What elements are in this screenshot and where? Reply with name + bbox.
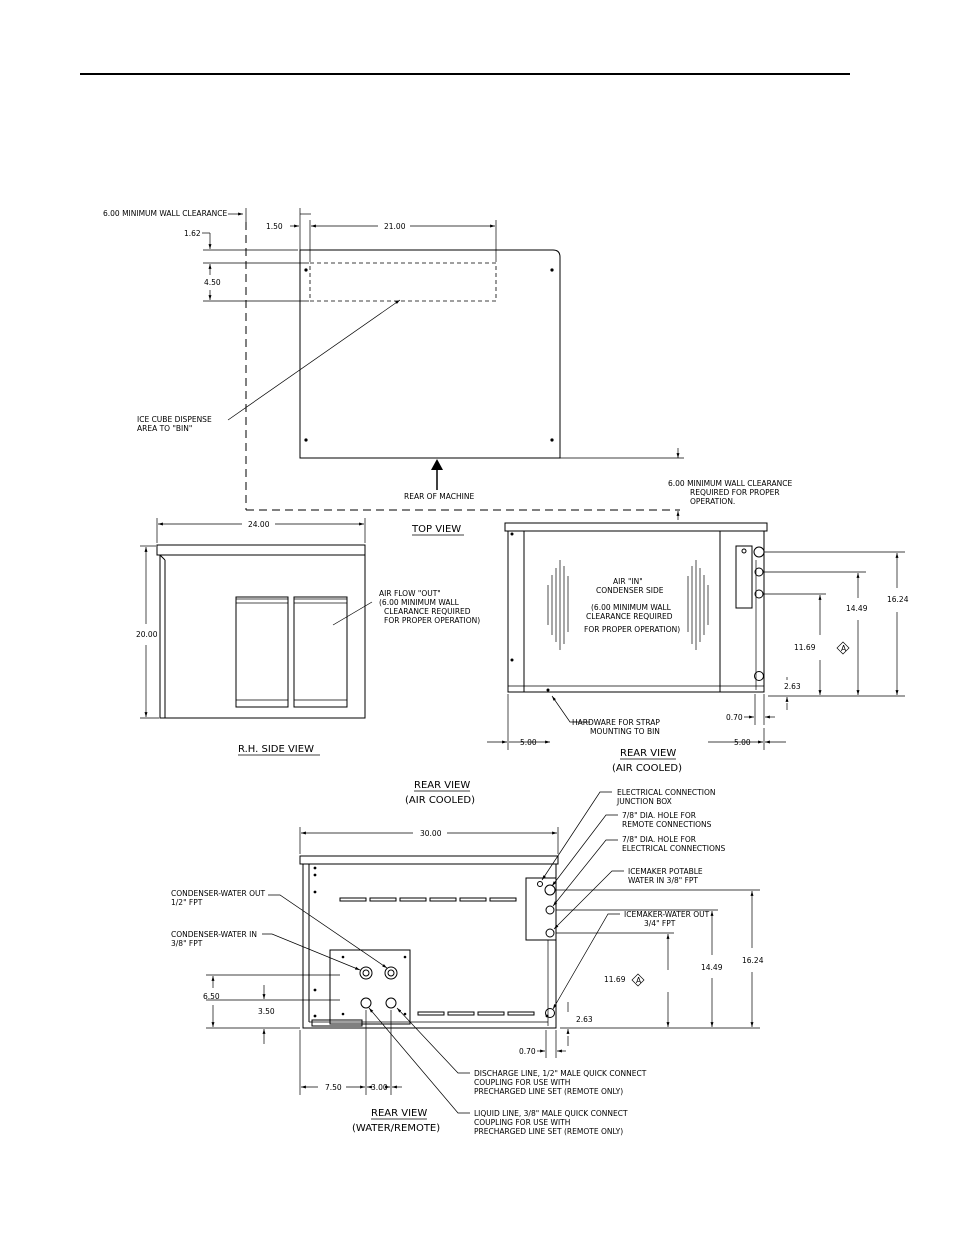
label-liquid-3: PRECHARGED LINE SET (REMOTE ONLY) [474, 1127, 623, 1136]
label-remote-hole-1: 7/8" DIA. HOLE FOR [622, 811, 696, 820]
label-cond-water-in-1: CONDENSER-WATER IN [171, 930, 257, 939]
dim-1-50: 1.50 [266, 222, 283, 231]
label-airflow-4: FOR PROPER OPERATION) [384, 616, 480, 625]
dim-16-24-air: 16.24 [887, 595, 909, 604]
label-air-in-4: CLEARANCE REQUIRED [586, 612, 673, 621]
label-elec-junction-1: ELECTRICAL CONNECTION [617, 788, 715, 797]
label-elec-junction-2: JUNCTION BOX [616, 797, 672, 806]
dim-24-00: 24.00 [248, 520, 270, 529]
label-potable-water-2: WATER IN 3/8" FPT [628, 876, 698, 885]
dim-30-00: 30.00 [420, 829, 442, 838]
dim-5-00-right: 5.00 [734, 738, 751, 747]
label-potable-water-1: ICEMAKER POTABLE [628, 867, 703, 876]
label-air-in-2: CONDENSER SIDE [596, 586, 664, 595]
label-airflow-1: AIR FLOW "OUT" [379, 589, 441, 598]
label-airflow-3: CLEARANCE REQUIRED [384, 607, 471, 616]
dim-3-00: 3.00 [371, 1083, 388, 1092]
dim-3-50: 3.50 [258, 1007, 275, 1016]
dim-11-69-water: 11.69 [604, 975, 626, 984]
rear-view-water-remote: REAR VIEW (AIR COOLED) 30.00 [171, 780, 764, 1136]
label-hardware-1: HARDWARE FOR STRAP [572, 718, 660, 727]
rear-water-title: REAR VIEW [371, 1108, 427, 1119]
rear-water-header-subtitle: (AIR COOLED) [405, 795, 475, 806]
label-elec-hole-1: 7/8" DIA. HOLE FOR [622, 835, 696, 844]
dim-21-00: 21.00 [384, 222, 406, 231]
side-view: 24.00 20.00 AIR FLOW "OUT" (6.00 MINIMUM… [136, 518, 480, 756]
label-water-out-2: 3/4" FPT [644, 919, 676, 928]
rear-water-header-title: REAR VIEW [414, 780, 470, 791]
label-air-in-1: AIR "IN" [613, 577, 643, 586]
label-rear-clearance-3: OPERATION. [690, 497, 735, 506]
label-liquid-2: COUPLING FOR USE WITH [474, 1118, 570, 1127]
rear-view-air-cooled: AIR "IN" CONDENSER SIDE (6.00 MINIMUM WA… [487, 522, 909, 774]
label-water-out-1: ICEMAKER-WATER OUT [624, 910, 710, 919]
label-cond-water-out-2: 1/2" FPT [171, 898, 203, 907]
label-airflow-2: (6.00 MINIMUM WALL [379, 598, 460, 607]
label-liquid-1: LIQUID LINE, 3/8" MALE QUICK CONNECT [474, 1109, 628, 1118]
dim-16-24-water: 16.24 [742, 956, 764, 965]
label-air-in-5: FOR PROPER OPERATION) [584, 625, 680, 634]
top-view: 6.00 MINIMUM WALL CLEARANCE 1.50 21.00 1… [103, 208, 792, 536]
rev-mark-air: A [841, 644, 847, 653]
rev-mark-water: A [636, 976, 642, 985]
dim-20-00: 20.00 [136, 630, 158, 639]
label-rear-of-machine: REAR OF MACHINE [404, 492, 474, 501]
label-discharge-1: DISCHARGE LINE, 1/2" MALE QUICK CONNECT [474, 1069, 647, 1078]
rear-air-subtitle: (AIR COOLED) [612, 763, 682, 774]
dim-7-50: 7.50 [325, 1083, 342, 1092]
label-cond-water-in-2: 3/8" FPT [171, 939, 203, 948]
dim-1-62: 1.62 [184, 229, 201, 238]
label-remote-hole-2: REMOTE CONNECTIONS [622, 820, 712, 829]
rear-water-subtitle: (WATER/REMOTE) [352, 1123, 440, 1134]
dim-14-49-water: 14.49 [701, 963, 723, 972]
dim-4-50: 4.50 [204, 278, 221, 287]
dim-6-50: 6.50 [203, 992, 220, 1001]
dim-2-63-air: 2.63 [784, 682, 801, 691]
dim-14-49-air: 14.49 [846, 604, 868, 613]
label-cond-water-out-1: CONDENSER-WATER OUT [171, 889, 266, 898]
dim-5-00-left: 5.00 [520, 738, 537, 747]
label-ice-cube-dispense-2: AREA TO "BIN" [137, 424, 192, 433]
dim-0-70-air: 0.70 [726, 713, 743, 722]
label-discharge-3: PRECHARGED LINE SET (REMOTE ONLY) [474, 1087, 623, 1096]
dim-0-70-water: 0.70 [519, 1047, 536, 1056]
dim-wall-clearance-left: 6.00 MINIMUM WALL CLEARANCE [103, 209, 227, 218]
dim-2-63-water: 2.63 [576, 1015, 593, 1024]
label-rear-clearance-2: REQUIRED FOR PROPER [690, 488, 780, 497]
label-rear-clearance-1: 6.00 MINIMUM WALL CLEARANCE [668, 479, 792, 488]
top-view-title: TOP VIEW [411, 524, 461, 535]
dim-11-69-air: 11.69 [794, 643, 816, 652]
label-air-in-3: (6.00 MINIMUM WALL [591, 603, 672, 612]
label-elec-hole-2: ELECTRICAL CONNECTIONS [622, 844, 725, 853]
label-ice-cube-dispense-1: ICE CUBE DISPENSE [137, 415, 212, 424]
label-hardware-2: MOUNTING TO BIN [590, 727, 660, 736]
label-discharge-2: COUPLING FOR USE WITH [474, 1078, 570, 1087]
side-view-title: R.H. SIDE VIEW [238, 744, 314, 755]
rear-air-title: REAR VIEW [620, 748, 676, 759]
